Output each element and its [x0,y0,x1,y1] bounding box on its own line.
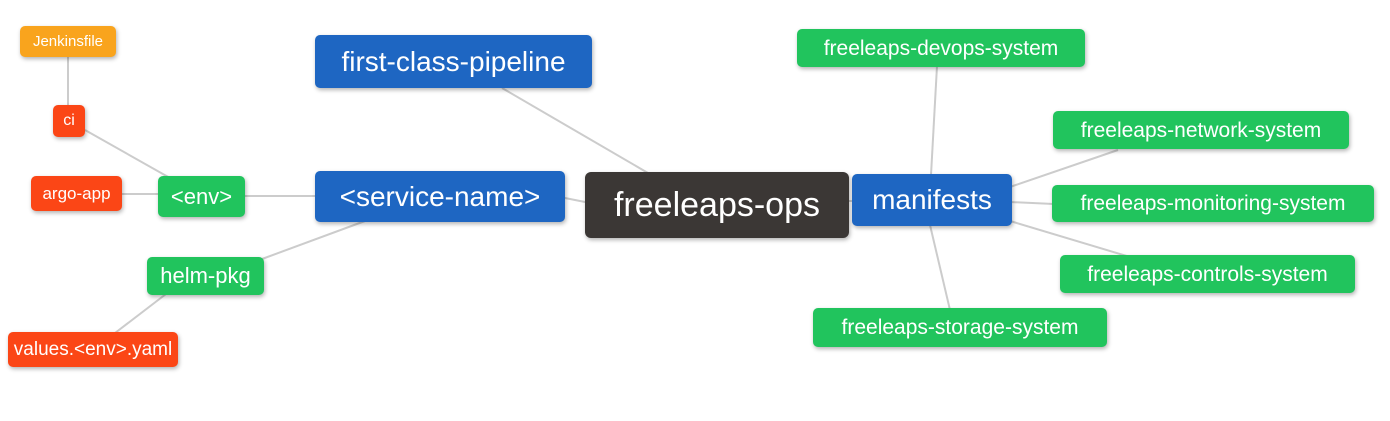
node-freeleaps-devops-system[interactable]: freeleaps-devops-system [797,29,1085,67]
edge-manifests-network [1009,149,1119,188]
edge-pipeline-freeleaps-ops [501,87,649,174]
node-jenkinsfile[interactable]: Jenkinsfile [20,26,116,57]
node-values-env-yaml[interactable]: values.<env>.yaml [8,332,178,367]
node-argo-app[interactable]: argo-app [31,176,122,211]
edge-service-name-helm-pkg [261,220,366,260]
node-freeleaps-storage-system[interactable]: freeleaps-storage-system [813,308,1107,347]
edge-manifests-devops [930,65,938,176]
edge-manifests-monitoring [1009,201,1055,205]
edge-helm-pkg-values [114,293,167,334]
node-freeleaps-network-system[interactable]: freeleaps-network-system [1053,111,1349,149]
node-helm-pkg[interactable]: helm-pkg [147,257,264,295]
node-freeleaps-controls-system[interactable]: freeleaps-controls-system [1060,255,1355,293]
node-freeleaps-monitoring-system[interactable]: freeleaps-monitoring-system [1052,185,1374,222]
node-first-class-pipeline[interactable]: first-class-pipeline [315,35,592,88]
node-env[interactable]: <env> [158,176,245,217]
node-service-name[interactable]: <service-name> [315,171,565,222]
edge-ci-env [84,129,171,179]
node-ci[interactable]: ci [53,105,85,137]
edge-manifests-controls [1009,220,1131,258]
node-manifests[interactable]: manifests [852,174,1012,226]
edge-manifests-storage [929,224,951,311]
node-freeleaps-ops-root[interactable]: freeleaps-ops [585,172,849,238]
